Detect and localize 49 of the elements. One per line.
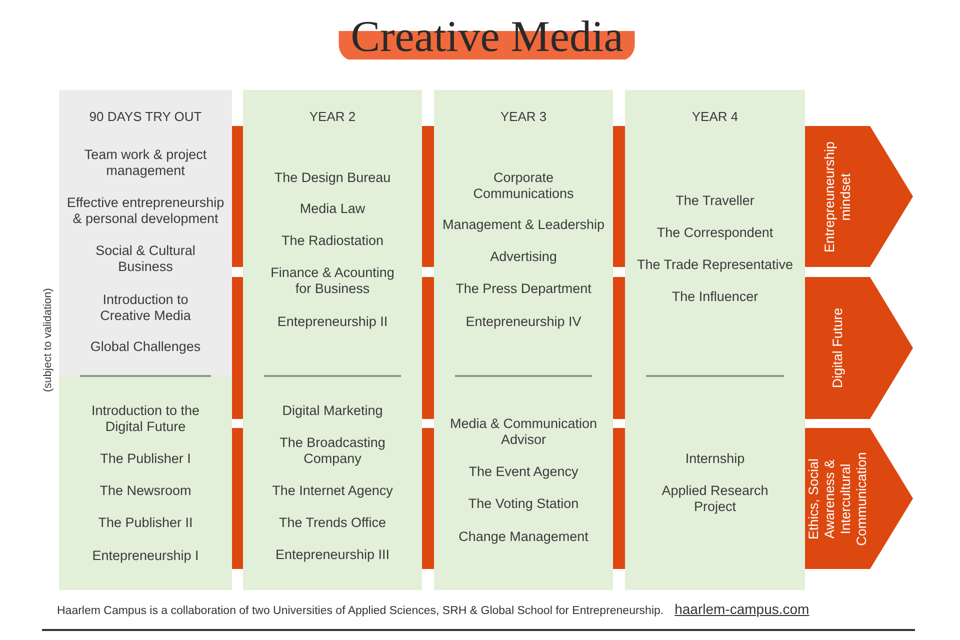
course-title: The Broadcasting Company bbox=[278, 435, 386, 467]
theme-label: Entrepreuneurship mindset bbox=[822, 140, 854, 254]
course-title: Team work & project management bbox=[83, 147, 208, 179]
course-title: The Traveller bbox=[676, 193, 754, 209]
course-title: Management & Leadership bbox=[442, 217, 605, 233]
website-link: haarlem-campus.com bbox=[674, 601, 810, 617]
course-title: The Event Agency bbox=[468, 464, 578, 480]
course-title: The Influencer bbox=[672, 289, 758, 305]
course-title: Entepreneurship IV bbox=[466, 314, 582, 330]
column-heading: YEAR 3 bbox=[500, 109, 547, 125]
course-title: Entepreneurship II bbox=[277, 314, 388, 330]
course-title: The Radiostation bbox=[281, 233, 384, 249]
course-title: Effective entrepreneurship & personal development bbox=[66, 195, 226, 227]
course-column bbox=[59, 90, 232, 590]
course-column bbox=[625, 90, 805, 590]
course-column bbox=[434, 90, 613, 590]
course-title: Advertising bbox=[490, 249, 557, 265]
theme-label: Digital Future bbox=[830, 308, 846, 388]
course-title: Finance & Acounting for Business bbox=[270, 265, 396, 297]
course-title: The Publisher II bbox=[98, 515, 193, 531]
course-title: The Trends Office bbox=[278, 515, 386, 531]
column-heading: 90 DAYS TRY OUT bbox=[89, 109, 202, 125]
course-title: Corporate Communications bbox=[472, 170, 575, 202]
course-title: Internship bbox=[685, 451, 745, 467]
course-title: The Correspondent bbox=[656, 225, 774, 241]
course-title: Entepreneurship III bbox=[275, 547, 390, 563]
column-heading: YEAR 2 bbox=[309, 109, 356, 125]
course-title: Applied Research Project bbox=[660, 483, 770, 515]
course-title: Social & Cultural Business bbox=[94, 243, 196, 275]
theme-label: Ethics, Social Awareness & Intercultural Communication bbox=[806, 450, 870, 548]
course-title: Introduction to Creative Media bbox=[99, 292, 192, 324]
course-title: The Trade Representative bbox=[636, 257, 794, 273]
course-title: The Design Bureau bbox=[274, 170, 391, 186]
course-title: The Press Department bbox=[456, 281, 592, 297]
course-title: The Newsroom bbox=[100, 483, 192, 499]
course-column bbox=[243, 90, 422, 590]
course-title: Global Challenges bbox=[90, 339, 201, 355]
footnote: Haarlem Campus is a collaboration of two Universities of Applied Sciences, SRH & Global School for Entrepreneurship. bbox=[57, 605, 664, 617]
course-title: Change Management bbox=[458, 529, 588, 545]
course-title: Entepreneurship I bbox=[92, 548, 199, 564]
column-heading: YEAR 4 bbox=[692, 109, 738, 125]
course-title: Media & Communication Advisor bbox=[448, 416, 598, 448]
course-title: Media Law bbox=[300, 201, 366, 217]
course-title: The Voting Station bbox=[468, 496, 579, 512]
course-title: Introduction to the Digital Future bbox=[90, 403, 201, 435]
course-title: The Publisher I bbox=[100, 451, 191, 467]
course-title: Digital Marketing bbox=[282, 403, 383, 419]
course-title: The Internet Agency bbox=[272, 483, 393, 499]
note-text: (subject to validation) bbox=[41, 288, 55, 392]
